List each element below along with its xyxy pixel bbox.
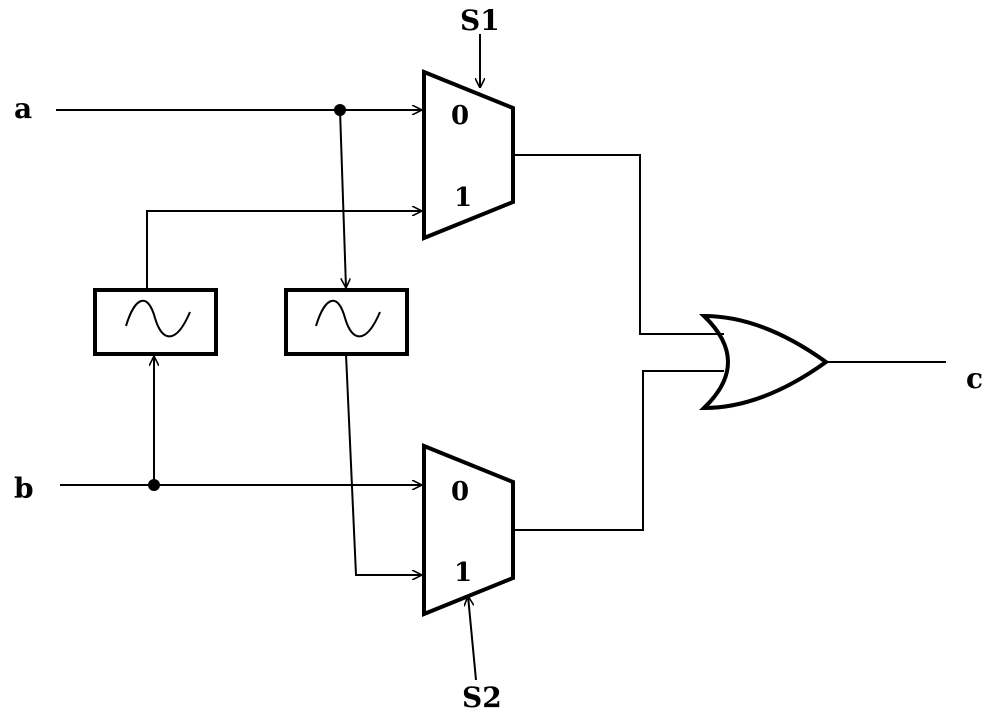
select-s1-label: S1 <box>460 4 500 37</box>
top-mux-port-1: 1 <box>454 183 472 213</box>
input-b-label: b <box>14 472 34 505</box>
top-mux-port-0: 0 <box>451 101 469 131</box>
wire-center-block-to-bottom-mux-1 <box>345 353 422 575</box>
bottom-multiplexer <box>422 443 515 617</box>
left-sine-block <box>93 288 218 356</box>
or-gate <box>699 313 830 411</box>
center-sine-wave-icon <box>315 299 381 338</box>
wire-bottom-mux-to-or <box>513 370 724 531</box>
bottom-mux-port-0: 0 <box>451 477 469 507</box>
bottom-mux-port-1: 1 <box>454 558 472 588</box>
input-a-label: a <box>14 92 32 125</box>
output-c-label: c <box>966 362 983 395</box>
wire-left-block-to-top-mux-1 <box>146 211 422 290</box>
left-sine-wave-icon <box>125 299 191 338</box>
select-s2-label: S2 <box>462 681 502 714</box>
wire-a-to-center-block <box>339 109 346 288</box>
wire-s2-to-bottom-mux <box>468 596 477 681</box>
top-multiplexer <box>422 69 515 241</box>
wire-top-mux-to-or <box>513 154 724 335</box>
